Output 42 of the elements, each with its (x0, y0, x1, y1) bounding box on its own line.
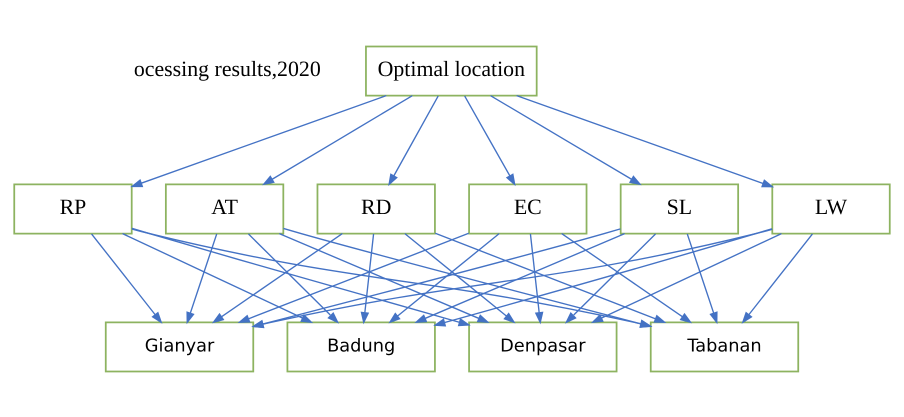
node-box: SL (620, 183, 740, 234)
arrow (561, 232, 692, 323)
arrow (130, 94, 386, 187)
arrow (283, 227, 652, 328)
node-box: EC (468, 183, 588, 234)
arrow (251, 228, 621, 328)
arrow (132, 228, 652, 328)
node-box: RD (316, 183, 436, 234)
node-box: Optimal location (365, 45, 538, 96)
node-box: AT (164, 183, 284, 234)
arrow (279, 232, 490, 322)
arrow (464, 95, 516, 186)
arrow (186, 233, 218, 324)
arrow (238, 232, 469, 323)
arrow (433, 228, 772, 326)
arrow (388, 95, 439, 186)
arrow (742, 233, 813, 324)
node-box: Badung (286, 320, 436, 372)
node-box: Denpasar (468, 320, 618, 372)
arrow (388, 232, 500, 323)
arrow (251, 228, 772, 328)
arrow (248, 232, 340, 324)
arrow (404, 232, 516, 323)
arrow (686, 233, 718, 324)
arrow (414, 232, 625, 322)
arrow (360, 233, 374, 324)
arrow (212, 232, 343, 323)
node-box: RP (13, 183, 133, 234)
node-box: LW (771, 183, 891, 234)
arrow (262, 94, 413, 185)
arrow (490, 94, 642, 185)
arrow (590, 232, 782, 323)
arrow (122, 232, 314, 323)
arrow (530, 233, 544, 324)
node-box: Tabanan (650, 320, 800, 372)
arrow (91, 233, 162, 324)
label: ocessing results,2020 (134, 56, 321, 81)
arrow (435, 232, 666, 323)
node-box: Gianyar (104, 320, 254, 372)
arrow (516, 94, 774, 187)
arrow (564, 232, 656, 324)
arrow (132, 227, 471, 326)
